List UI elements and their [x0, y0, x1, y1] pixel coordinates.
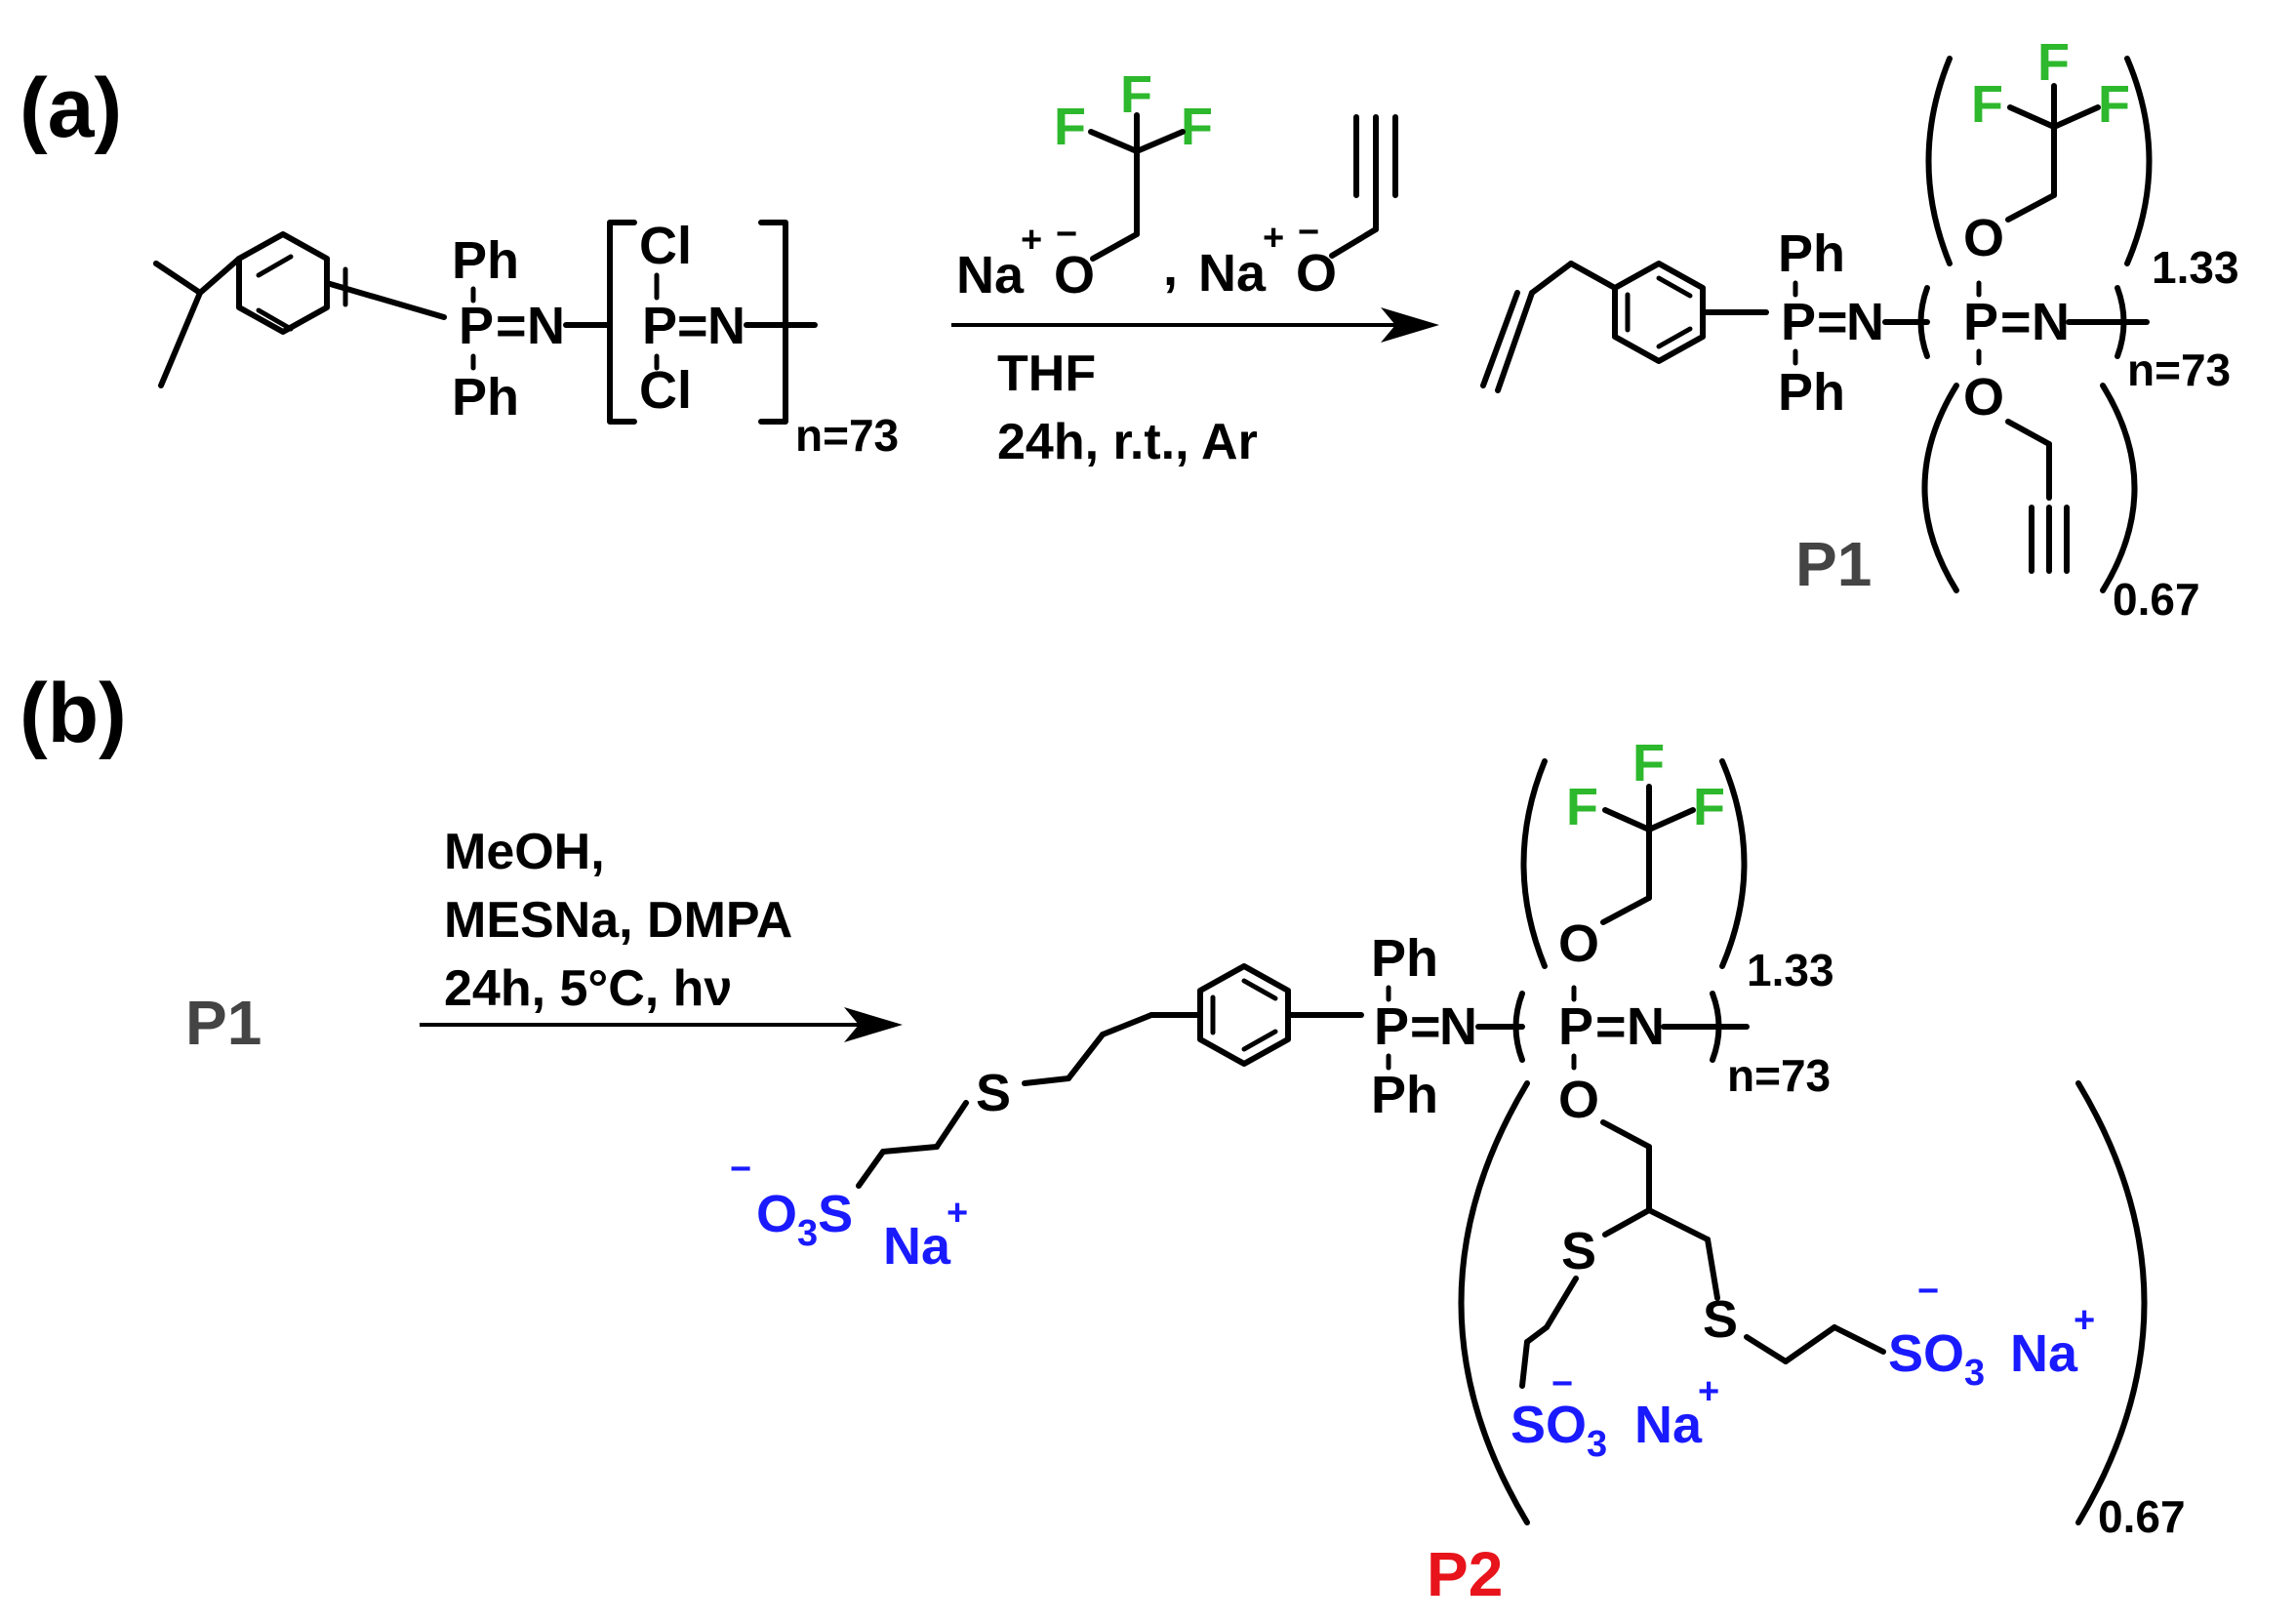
s-thioether-3: S [1703, 1290, 1738, 1349]
o-upper-p2: O [1558, 914, 1599, 973]
eq-terminal-p2: = [1410, 997, 1441, 1056]
s-thioether-1: S [976, 1064, 1011, 1122]
ph-bottom-p2: Ph [1371, 1066, 1438, 1124]
n-repeat-p2: N [1627, 997, 1665, 1056]
paren-open-alkyne-p1 [1921, 383, 1959, 593]
product-label-p1: P1 [1795, 529, 1872, 599]
eq-repeat-p1: = [2000, 293, 2032, 351]
condition-b-line2: MESNa, DMPA [444, 892, 792, 949]
propargyloxide-reagent: Na + − O [1198, 114, 1398, 303]
trifluoroethoxide-reagent: F F F Na + − O [956, 65, 1213, 304]
p-repeat-p2: P [1558, 997, 1593, 1056]
p-terminal-a: P [459, 297, 494, 355]
paren-close-cf3-p1 [2124, 56, 2153, 266]
o3s-1: O3S [756, 1185, 853, 1254]
arrowhead-b [844, 1007, 903, 1042]
p-terminal-p1: P [1781, 293, 1816, 351]
f-right-p2: F [1693, 778, 1725, 836]
x-cf3-p2: 1.33 [1747, 945, 1834, 995]
cl-top-a: Cl [639, 217, 692, 275]
f-left-p1: F [1971, 75, 2003, 134]
f-left-reagent: F [1054, 98, 1086, 156]
na-plus-p2-2: + [1698, 1371, 1719, 1412]
eq-repeat-p2: = [1595, 997, 1627, 1056]
panel-b-label: (b) [20, 667, 127, 760]
paren-close-cf3-p2 [1719, 758, 1748, 969]
eq-terminal-a: = [496, 297, 527, 355]
reagent-comma: , [1163, 238, 1178, 297]
na-2: Na [1634, 1396, 1703, 1454]
f-right-p1: F [2098, 75, 2130, 134]
ph-top-a: Ph [452, 231, 519, 290]
o-upper-p1: O [1963, 209, 2004, 267]
vinylphenyl-group-p1 [1480, 261, 1769, 393]
n-repeat-start: N [707, 297, 745, 355]
minus-so3-2: − [1551, 1363, 1573, 1404]
paren-close-alkyne-p1 [2100, 383, 2138, 593]
eq-terminal-p1: = [1817, 293, 1848, 351]
condition-b-line3: 24h, 5°C, hν [444, 960, 732, 1017]
condition-a-line2: 24h, r.t., Ar [997, 414, 1258, 470]
minus-2: − [1298, 212, 1319, 253]
o-minus-1: O [1054, 246, 1095, 304]
na-plus-1: Na [956, 246, 1025, 304]
na-1: Na [883, 1217, 951, 1276]
phenylethyl-thioether-p2 [856, 963, 1364, 1189]
cl-bottom-a: Cl [639, 361, 692, 420]
ph-top-p2: Ph [1371, 929, 1438, 988]
n-product-a: n=73 [2127, 345, 2231, 395]
f-top-p2: F [1632, 734, 1665, 792]
n-product-b: n=73 [1727, 1050, 1831, 1101]
ph-top-p1: Ph [1778, 224, 1845, 283]
minus-so3-3: − [1917, 1271, 1939, 1312]
arrowhead-a [1381, 307, 1439, 343]
minus-1: − [1056, 214, 1077, 255]
p-repeat-start: P [642, 297, 677, 355]
na-plus-2: Na [1198, 244, 1267, 303]
ph-bottom-a: Ph [452, 368, 519, 426]
vinylphenyl-group-a [153, 231, 447, 388]
x-thiol-p2: 0.67 [2098, 1491, 2186, 1542]
so3-2: SO3 [1511, 1396, 1607, 1465]
product-label-p2: P2 [1427, 1539, 1503, 1609]
o-lower-p2: O [1558, 1071, 1599, 1129]
n-start-label: n=73 [795, 410, 899, 461]
na-3: Na [2010, 1324, 2078, 1383]
s-thioether-2: S [1561, 1222, 1596, 1280]
p-terminal-p2: P [1374, 997, 1409, 1056]
na-plus-p2-3: + [2074, 1300, 2095, 1341]
o-minus-2: O [1296, 244, 1337, 303]
paren-close-thiol-p2 [2075, 1080, 2148, 1525]
n-terminal-p1: N [1846, 293, 1884, 351]
x-cf3-p1: 1.33 [2152, 242, 2239, 293]
f-left-p2: F [1566, 778, 1598, 836]
reactant-label-b: P1 [185, 988, 262, 1058]
condition-a-line1: THF [997, 345, 1096, 402]
paren-open-cf3-p2 [1520, 758, 1548, 969]
eq-repeat-start: = [677, 297, 708, 355]
na-plus-p2-1: + [947, 1193, 968, 1234]
paren-open-cf3-p1 [1925, 56, 1953, 266]
f-top-p1: F [2037, 33, 2070, 92]
minus-so3-1: − [730, 1149, 751, 1190]
o-lower-p1: O [1963, 368, 2004, 426]
so3-3: SO3 [1888, 1324, 1985, 1394]
ph-bottom-p1: Ph [1778, 363, 1845, 422]
x-alkyne-p1: 0.67 [2113, 574, 2200, 625]
n-terminal-a: N [527, 297, 565, 355]
panel-a-label: (a) [20, 61, 122, 155]
p-repeat-p1: P [1963, 293, 1998, 351]
condition-b-line1: MeOH, [444, 824, 605, 880]
n-terminal-p2: N [1439, 997, 1477, 1056]
f-right-reagent: F [1181, 98, 1213, 156]
plus-2: + [1263, 218, 1284, 259]
n-repeat-p1: N [2032, 293, 2070, 351]
paren-open-thiol-p2 [1458, 1080, 1530, 1525]
plus-1: + [1021, 220, 1042, 261]
